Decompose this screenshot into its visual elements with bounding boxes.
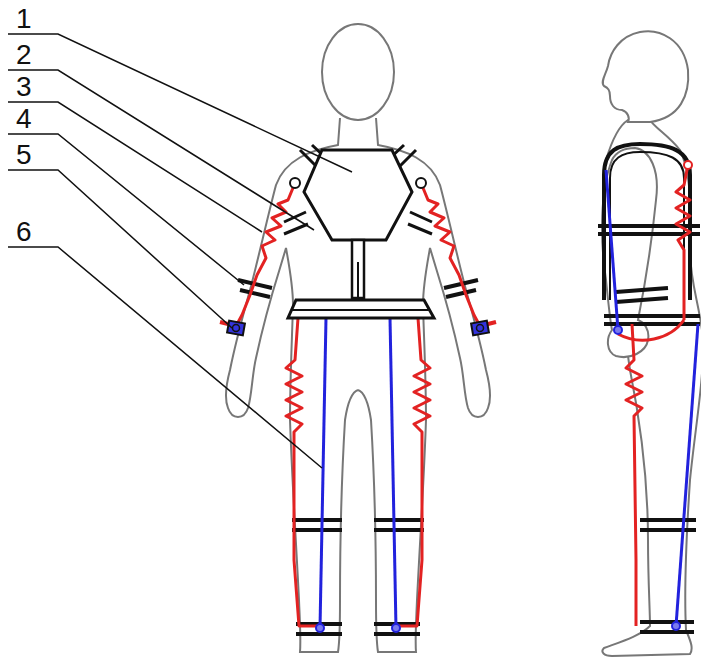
side-arm-strut — [606, 170, 618, 330]
leader-line — [8, 170, 232, 328]
leader-lines — [8, 34, 352, 468]
callout-number: 1 — [16, 5, 32, 33]
side-wrist-anchor — [614, 326, 622, 334]
spine-post — [357, 262, 359, 298]
backpack — [304, 150, 412, 240]
leader-line — [8, 134, 244, 285]
leader-line — [8, 70, 314, 230]
hip-belt — [292, 309, 430, 311]
side-arm-cable — [618, 320, 684, 340]
callout-number: 6 — [16, 218, 32, 246]
leader-line — [8, 247, 322, 468]
head — [322, 24, 394, 120]
callout-number: 5 — [16, 141, 32, 169]
side-heel-anchor — [672, 622, 680, 630]
callout-number: 4 — [16, 105, 32, 133]
hip-belt — [288, 300, 434, 318]
spine-post — [352, 240, 364, 298]
side-head — [603, 31, 689, 122]
side-back-spring — [676, 165, 690, 320]
side-body-outline — [602, 120, 701, 656]
leader-line — [8, 102, 262, 232]
callout-number: 3 — [16, 73, 32, 101]
callout-number: 2 — [16, 41, 32, 69]
side-shoulder-pivot — [684, 161, 692, 169]
side-leg-cable — [676, 324, 698, 626]
side-leg-spring — [626, 324, 642, 626]
